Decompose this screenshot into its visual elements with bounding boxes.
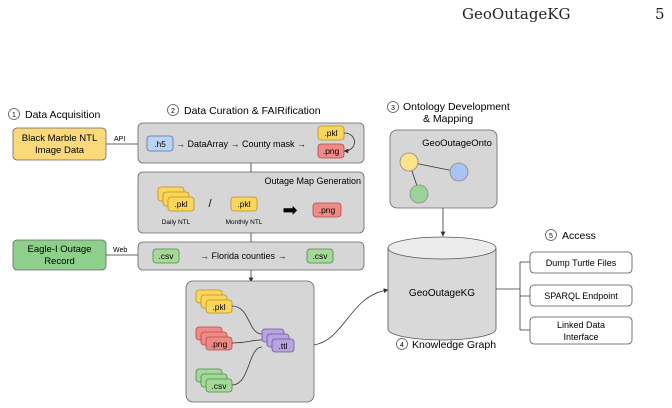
ontology-node-blue bbox=[449, 162, 469, 182]
section-number: 1 bbox=[12, 112, 16, 119]
database-label: GeoOutageKG bbox=[409, 288, 475, 299]
monthly-pkl-icon bbox=[230, 196, 258, 212]
serialization-panel: .pkl .png .csv .ttl bbox=[185, 280, 315, 403]
curation-row-csv: .csv → Florida counties → .csv bbox=[137, 241, 365, 271]
daily-pkl-icon bbox=[167, 196, 195, 212]
bundle-png-icon bbox=[205, 336, 233, 351]
ontology-panel: GeoOutageOnto bbox=[389, 129, 498, 209]
bundle-pkl-label: .pkl bbox=[212, 302, 225, 312]
outage-map-panel: Outage Map Generation .pkl Daily NTL / .… bbox=[137, 171, 365, 234]
page-header: GeoOutageKG 5 bbox=[0, 0, 672, 30]
source-label-line2: Record bbox=[44, 256, 75, 267]
h5-label: .h5 bbox=[154, 139, 166, 149]
pkl-label: .pkl bbox=[324, 128, 337, 138]
section-access: 5 Access bbox=[545, 229, 596, 242]
section-label: Knowledge Graph bbox=[412, 339, 496, 351]
section-data-curation: 2 Data Curation & FAIRification bbox=[167, 104, 321, 117]
csv-out-icon bbox=[306, 248, 334, 264]
separator-slash: / bbox=[208, 198, 212, 210]
monthly-ntl-label: Monthly NTL bbox=[226, 219, 263, 226]
section-knowledge-graph: 4 Knowledge Graph bbox=[396, 338, 496, 351]
access-item-label-line1: Linked Data bbox=[557, 320, 605, 330]
section-label: Data Acquisition bbox=[25, 109, 100, 121]
h5-file-icon bbox=[146, 135, 174, 152]
ontology-name: GeoOutageOnto bbox=[422, 138, 492, 149]
csv-in-icon bbox=[152, 248, 180, 264]
web-label: Web bbox=[113, 247, 127, 254]
source-label-line1: Eagle-I Outage bbox=[28, 244, 92, 255]
source-label-line2: Image Data bbox=[35, 145, 85, 156]
access-item-label-line2: Interface bbox=[563, 332, 598, 342]
ontology-node-yellow bbox=[399, 152, 419, 172]
section-number: 4 bbox=[400, 342, 404, 349]
bundle-csv-label: .csv bbox=[211, 381, 227, 391]
source-eagle-i: Eagle-I Outage Record bbox=[12, 239, 107, 271]
knowledge-graph-db: GeoOutageKG bbox=[387, 236, 497, 341]
daily-pkl-label: .pkl bbox=[174, 199, 187, 209]
daily-ntl-label: Daily NTL bbox=[162, 219, 191, 226]
row3-steps: → Florida counties → bbox=[200, 251, 287, 261]
section-number: 5 bbox=[549, 233, 553, 240]
big-arrow-icon: ➡ bbox=[282, 200, 297, 220]
ontology-node-green bbox=[409, 184, 429, 204]
section-ontology: 3 Ontology Development & Mapping bbox=[387, 101, 510, 125]
access-item-label: Dump Turtle Files bbox=[546, 258, 617, 268]
page-number: 5 bbox=[655, 5, 665, 23]
bundle-csv-icon bbox=[205, 378, 233, 393]
access-sparql-endpoint: SPARQL Endpoint bbox=[529, 284, 633, 307]
running-title: GeoOutageKG bbox=[462, 5, 571, 23]
api-label: API bbox=[114, 136, 125, 143]
outage-png-label: .png bbox=[319, 205, 336, 215]
bundle-png-label: .png bbox=[211, 339, 228, 349]
access-linked-data-interface: Linked Data Interface bbox=[529, 316, 633, 345]
row1-steps: → DataArray → County mask → bbox=[176, 139, 306, 149]
curation-row-h5: .h5 → DataArray → County mask → .pkl .pn… bbox=[137, 122, 365, 164]
bundle-ttl-icon bbox=[271, 338, 295, 353]
access-item-label: SPARQL Endpoint bbox=[544, 291, 618, 301]
section-label: Access bbox=[562, 230, 596, 242]
section-label-line2: & Mapping bbox=[423, 113, 473, 125]
source-black-marble: Black Marble NTL Image Data bbox=[12, 127, 107, 161]
source-label-line1: Black Marble NTL bbox=[22, 133, 98, 144]
png-label: .png bbox=[323, 146, 340, 156]
csv-out-label: .csv bbox=[312, 251, 328, 261]
outage-map-title: Outage Map Generation bbox=[264, 176, 361, 186]
access-dump-turtle-files: Dump Turtle Files bbox=[529, 251, 633, 274]
outage-png-icon bbox=[312, 202, 342, 218]
section-label: Data Curation & FAIRification bbox=[184, 105, 321, 117]
monthly-pkl-label: .pkl bbox=[237, 199, 250, 209]
section-number: 2 bbox=[171, 108, 175, 115]
section-label: Ontology Development bbox=[403, 101, 510, 113]
bundle-ttl-label: .ttl bbox=[279, 341, 288, 351]
section-data-acquisition: 1 Data Acquisition bbox=[8, 108, 100, 121]
section-number: 3 bbox=[391, 105, 395, 112]
bundle-pkl-icon bbox=[205, 299, 233, 314]
csv-in-label: .csv bbox=[158, 251, 174, 261]
